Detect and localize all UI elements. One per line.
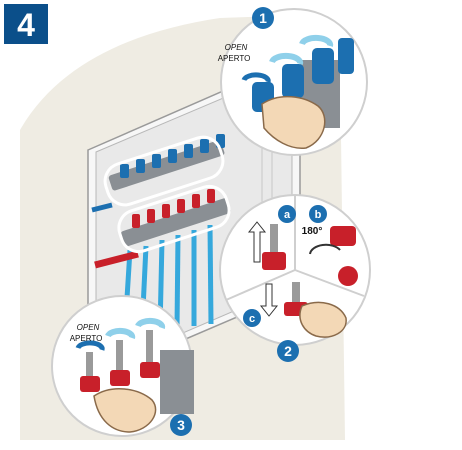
rotation-label: 180° <box>302 226 323 237</box>
open-label-top: OPEN <box>225 43 248 52</box>
callout-2-number: 2 <box>284 343 292 359</box>
open-label-bottom: OPEN <box>77 323 100 332</box>
substep-c-letter: c <box>249 313 255 325</box>
aperto-label-bottom: APERTO <box>70 334 103 343</box>
callout-3-number: 3 <box>177 417 185 433</box>
detail-circle-3: OPEN APERTO 3 <box>52 296 194 436</box>
substep-b-letter: b <box>315 209 322 221</box>
aperto-label-top: APERTO <box>218 54 251 63</box>
step-number: 4 <box>17 7 35 43</box>
substep-a-letter: a <box>284 209 291 221</box>
callout-1-number: 1 <box>259 10 267 26</box>
